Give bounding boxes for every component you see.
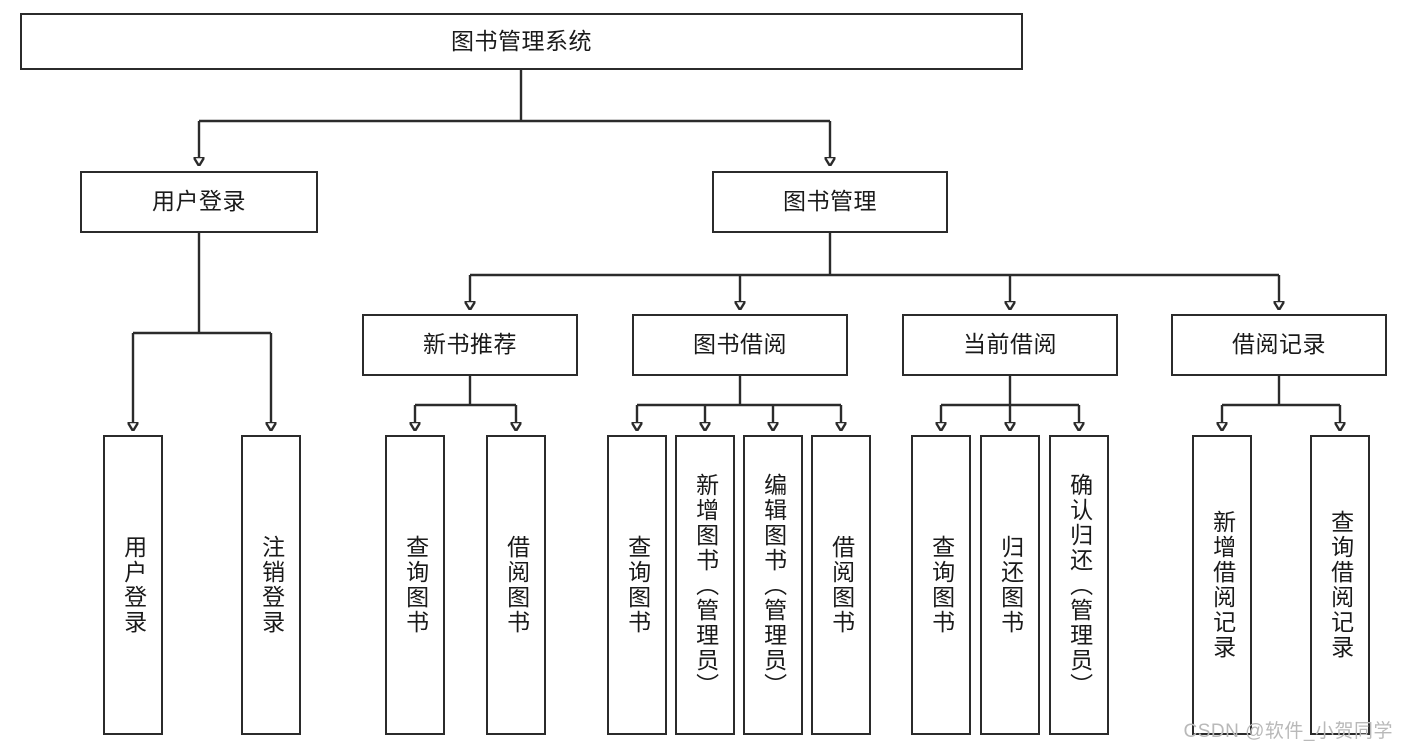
node-new-book-recommend[interactable]: 新书推荐 [362,314,578,376]
leaf-query-borrow-record[interactable]: 查询借阅记录 [1310,435,1370,735]
node-current-borrow[interactable]: 当前借阅 [902,314,1118,376]
leaf-user-login[interactable]: 用户登录 [103,435,163,735]
node-label: 编辑图书（管理员） [760,472,787,698]
node-label: 图书管理 [783,188,877,215]
node-label: 查询借阅记录 [1327,510,1354,660]
leaf-query-book-current[interactable]: 查询图书 [911,435,971,735]
node-label: 确认归还（管理员） [1066,472,1093,698]
csdn-watermark: CSDN @软件_小贺同学 [1183,721,1393,742]
leaf-add-book[interactable]: 新增图书（管理员） [675,435,735,735]
node-label: 当前借阅 [963,331,1057,358]
node-label: 用户登录 [120,535,147,635]
node-root-book-management-system[interactable]: 图书管理系统 [20,13,1023,70]
node-label: 图书管理系统 [451,27,592,54]
node-book-borrow[interactable]: 图书借阅 [632,314,848,376]
leaf-edit-book[interactable]: 编辑图书（管理员） [743,435,803,735]
node-label: 注销登录 [258,535,285,635]
node-label: 图书借阅 [693,331,787,358]
leaf-query-book-recommend[interactable]: 查询图书 [385,435,445,735]
leaf-logout[interactable]: 注销登录 [241,435,301,735]
leaf-borrow-book-recommend[interactable]: 借阅图书 [486,435,546,735]
node-label: 查询图书 [402,535,429,635]
leaf-confirm-return[interactable]: 确认归还（管理员） [1049,435,1109,735]
leaf-query-book-borrow[interactable]: 查询图书 [607,435,667,735]
node-label: 查询图书 [624,535,651,635]
node-label: 用户登录 [152,188,246,215]
node-label: 新增借阅记录 [1209,510,1236,660]
node-user-login[interactable]: 用户登录 [80,171,318,233]
leaf-borrow-book[interactable]: 借阅图书 [811,435,871,735]
node-label: 查询图书 [928,535,955,635]
node-label: 借阅图书 [503,535,530,635]
node-book-manage[interactable]: 图书管理 [712,171,948,233]
node-label: 新增图书（管理员） [692,472,719,698]
node-borrow-record[interactable]: 借阅记录 [1171,314,1387,376]
leaf-add-borrow-record[interactable]: 新增借阅记录 [1192,435,1252,735]
node-label: 新书推荐 [423,331,517,358]
node-label: 归还图书 [997,535,1024,635]
node-label: 借阅记录 [1232,331,1326,358]
node-label: 借阅图书 [828,535,855,635]
leaf-return-book[interactable]: 归还图书 [980,435,1040,735]
